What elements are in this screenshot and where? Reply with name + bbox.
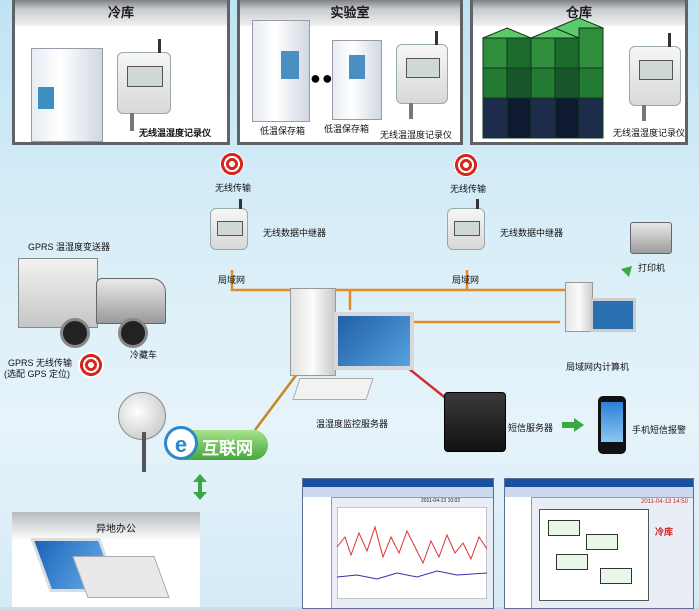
wireless-label-right: 无线传输	[450, 184, 487, 194]
logger-label: 无线温湿度记录仪	[380, 130, 453, 140]
satellite-tower	[142, 432, 146, 472]
repeater-icon-left	[210, 199, 248, 250]
fridge2-label: 低温保存箱	[324, 124, 370, 134]
truck-wheel	[118, 318, 148, 348]
lan-pc-label: 局域网内计算机	[566, 362, 630, 372]
gprs-wireless-label-2: (选配 GPS 定位)	[4, 369, 71, 379]
truck-box	[18, 258, 98, 328]
double-arrow-icon	[193, 474, 207, 500]
gprs-signal-icon	[78, 352, 104, 378]
truck-cab	[96, 278, 166, 324]
panel-warehouse: 仓库 无线温湿度记录仪	[470, 0, 688, 145]
gprs-transmitter-label: GPRS 温湿度变送器	[28, 242, 111, 252]
printer-icon	[630, 222, 672, 254]
lab-fridge-1	[252, 20, 310, 122]
temperature-logger-icon	[396, 31, 448, 119]
logger-label: 无线温湿度记录仪	[613, 128, 686, 138]
lan-label-left: 局域网	[218, 275, 246, 285]
wireless-signal-icon	[454, 153, 478, 177]
warehouse-crates-icon	[481, 18, 605, 139]
repeater-label-left: 无线数据中继器	[263, 228, 327, 238]
repeater-label-right: 无线数据中继器	[500, 228, 564, 238]
fridge1-label: 低温保存箱	[260, 126, 306, 136]
repeater-icon-right	[447, 199, 485, 250]
sms-server-box	[444, 392, 506, 452]
truck-wheel	[60, 318, 90, 348]
cold-storage-fridge	[31, 48, 103, 142]
panel-lab: 实验室 ●●● 低温保存箱 低温保存箱 无线温湿度记录仪	[237, 0, 463, 145]
panel-cold-storage: 冷库 无线温湿度记录仪	[12, 0, 230, 145]
lan-pc-monitor	[590, 298, 636, 332]
arrow-up-right-icon	[615, 266, 632, 283]
lan-pc-tower	[565, 282, 593, 332]
logger-label: 无线温湿度记录仪	[139, 128, 212, 138]
screen-time-label: 2011-04-13 10:02	[421, 498, 461, 504]
trend-chart-lines	[337, 507, 487, 599]
mobile-phone-icon	[598, 396, 626, 454]
screen-floorplan-time: 2011-04-13 14:50	[641, 499, 688, 505]
server-monitor	[334, 312, 414, 370]
laptop-base	[72, 556, 170, 598]
remote-office-label: 异地办公	[96, 524, 136, 535]
software-screenshot-floorplan: 冷库 2011-04-13 14:50	[504, 478, 694, 609]
truck-label: 冷藏车	[130, 350, 158, 360]
server-tower	[290, 288, 336, 376]
printer-label: 打印机	[638, 263, 666, 273]
gprs-wireless-label: GPRS 无线传输	[8, 358, 73, 368]
wireless-label-left: 无线传输	[215, 183, 252, 193]
server-keyboard	[292, 378, 374, 400]
floorplan-area	[539, 509, 649, 601]
lab-fridge-2	[332, 40, 382, 120]
sms-server-label: 短信服务器	[508, 423, 554, 433]
sms-alarm-label: 手机短信报警	[632, 425, 687, 435]
wireless-signal-icon	[220, 152, 244, 176]
temperature-logger-icon	[629, 33, 681, 121]
panel-title: 实验室	[240, 0, 460, 26]
panel-title: 冷库	[15, 0, 227, 26]
arrow-right-icon	[562, 418, 584, 432]
internet-e-icon: e	[164, 426, 198, 460]
software-screenshot-chart: 2011-04-13 10:02	[302, 478, 494, 609]
server-label: 温湿度监控服务器	[316, 419, 389, 429]
internet-label: 互联网	[202, 439, 253, 458]
screen-floorplan-title: 冷库	[655, 527, 674, 537]
lan-label-right: 局域网	[452, 275, 480, 285]
temperature-logger-icon	[117, 39, 171, 131]
